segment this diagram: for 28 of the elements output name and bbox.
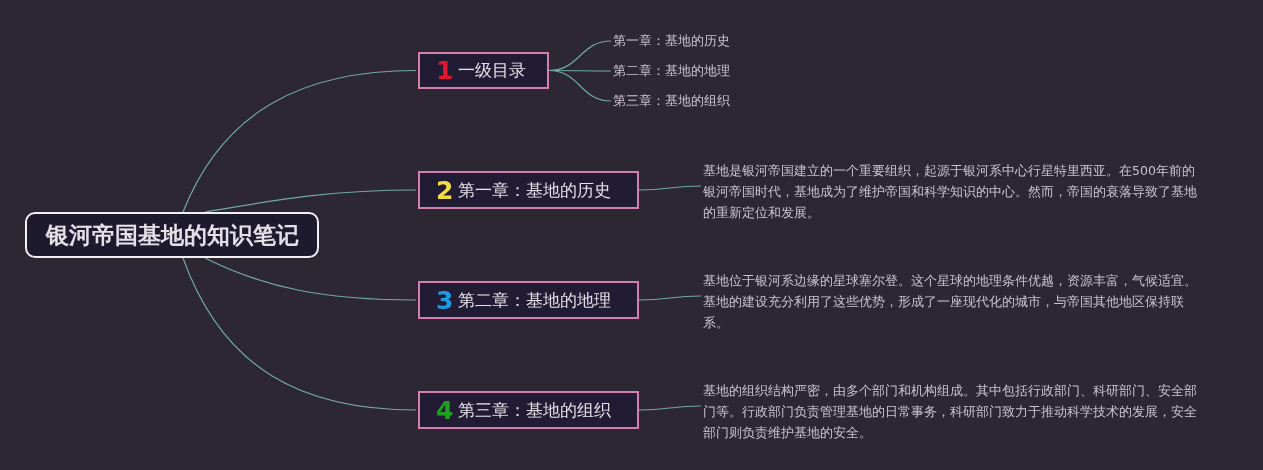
branch-box — [418, 52, 549, 89]
topic-number: 1 — [436, 56, 454, 85]
connector-line — [204, 257, 417, 301]
topic-text: 一级目录 — [458, 59, 527, 82]
subtopic-text: 第三章：基地的组织 — [613, 92, 753, 110]
connector-line — [204, 189, 417, 213]
description-text: 基地的组织结构严密，由多个部门和机构组成。其中包括行政部门、科研部门、安全部门等。行政部门负责管理基地的日常事务，科研部门致力于推动科学技术的发展，安全部门则负责维护基地的安全。 — [703, 380, 1203, 446]
connector-line — [638, 295, 702, 301]
branch-box — [418, 391, 639, 429]
topic-text: 第三章：基地的组织 — [458, 398, 612, 422]
topic-text: 第一章：基地的历史 — [458, 178, 612, 202]
topic-number: 2 — [436, 175, 454, 205]
central-topic-box — [25, 212, 319, 258]
connector-line — [548, 69, 612, 102]
description-text: 基地是银河帝国建立的一个重要组织，起源于银河系中心行星特里西亚。在500年前的银河帝国时代，基地成为了维护帝国和科学知识的中心。然而，帝国的衰落导致了基地的重新定位和发展。 — [703, 160, 1203, 226]
connector-line — [182, 69, 417, 213]
branch-box — [418, 171, 639, 209]
subtopic-text: 第一章：基地的历史 — [613, 32, 753, 50]
subtopic-text: 第二章：基地的地理 — [613, 62, 753, 80]
connector-line — [638, 405, 702, 411]
topic-number: 4 — [436, 395, 454, 425]
branch-box — [418, 281, 639, 319]
connector-line — [638, 185, 702, 191]
topic-number: 3 — [436, 285, 454, 315]
connector-line — [182, 257, 417, 411]
description-text: 基地位于银河系边缘的星球塞尔登。这个星球的地理条件优越，资源丰富，气候适宜。基地的建设充分利用了这些优势，形成了一座现代化的城市，与帝国其他地区保持联系。 — [703, 270, 1203, 336]
topic-text: 第二章：基地的地理 — [458, 288, 612, 312]
central-topic-text: 银河帝国基地的知识笔记 — [45, 220, 299, 250]
